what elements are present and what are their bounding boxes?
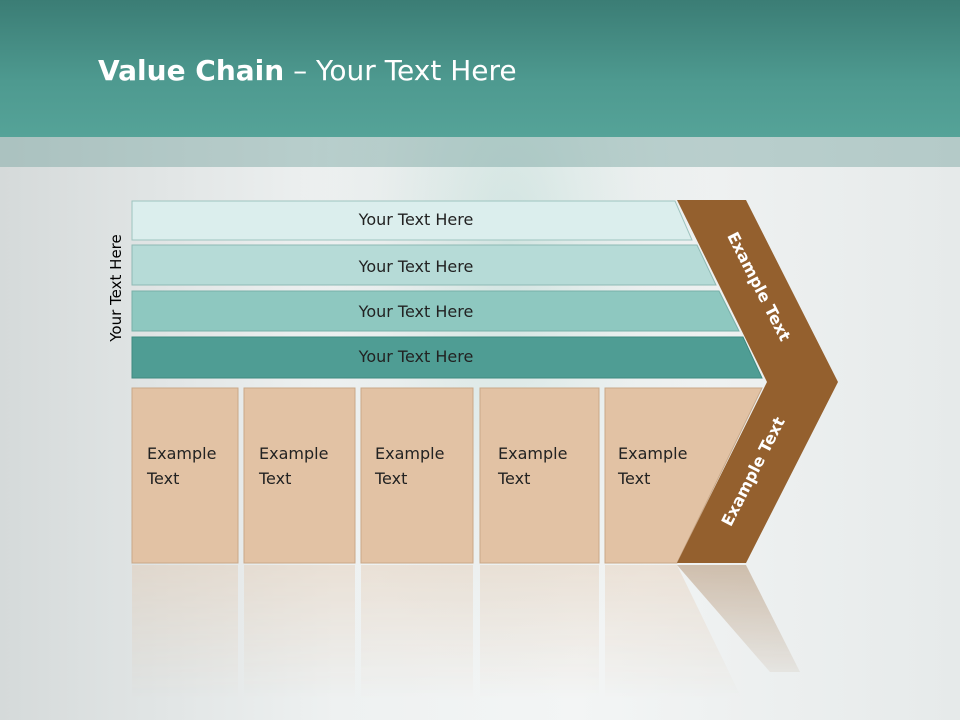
box-2-line2: Text [374,469,407,488]
box-0-line1: Example [147,444,216,463]
box-3-line2: Text [497,469,530,488]
box-4-line1: Example [618,444,687,463]
box-4-line2: Text [617,469,650,488]
header-band [0,137,960,167]
title-bold: Value Chain [98,54,285,87]
bar-1-label: Your Text Here [358,257,474,276]
bar-2-label: Your Text Here [358,302,474,321]
box-0[interactable]: Example Text [131,387,239,564]
box-1-line1: Example [259,444,328,463]
reflection [132,565,800,720]
bar-2[interactable]: Your Text Here [131,290,740,332]
box-2[interactable]: Example Text [360,387,474,564]
box-1[interactable]: Example Text [243,387,356,564]
box-0-line2: Text [146,469,179,488]
bar-3[interactable]: Your Text Here [131,336,763,379]
title-rest: – Your Text Here [284,54,517,87]
bar-3-label: Your Text Here [358,347,474,366]
slide-title[interactable]: Value Chain – Your Text Here [98,54,517,87]
header-bar [0,0,960,137]
box-3[interactable]: Example Text [479,387,600,564]
box-2-line1: Example [375,444,444,463]
bar-1[interactable]: Your Text Here [131,244,717,286]
bar-0[interactable]: Your Text Here [131,200,693,241]
box-3-line1: Example [498,444,567,463]
bar-0-label: Your Text Here [358,210,474,229]
box-1-line2: Text [258,469,291,488]
